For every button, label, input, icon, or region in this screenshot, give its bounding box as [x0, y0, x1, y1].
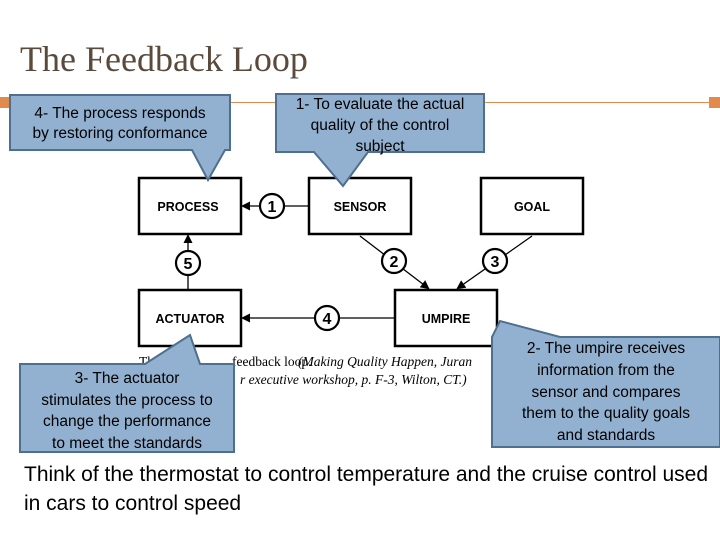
callout-2-shape [491, 319, 720, 448]
actuator-label: ACTUATOR [156, 312, 225, 326]
step-circle-1 [258, 192, 286, 220]
page-title: The Feedback Loop [20, 39, 308, 79]
callout-1-line: subject [355, 138, 405, 155]
callout-3-line: 3- The actuator [74, 370, 180, 387]
caption-line-1-end: feedback loop. [232, 354, 311, 369]
callout-2-line: information from the [537, 361, 675, 379]
step-circle-4 [313, 304, 341, 332]
callout-4-line: 4- The process responds [34, 105, 206, 122]
callout-2-line: sensor and compares [531, 383, 681, 401]
callout-3-line: change the performance [42, 413, 212, 430]
umpire-label: UMPIRE [422, 312, 471, 326]
callout-3-line: stimulates the process to [41, 391, 213, 409]
callout-2-text: 2- The umpire receives information from … [492, 338, 720, 447]
callout-4-shape [9, 94, 231, 183]
step-number-4: 4 [323, 311, 332, 328]
callout-3-line: to meet the standards [52, 434, 202, 452]
goal-box [479, 176, 585, 236]
step-number-2: 2 [390, 254, 399, 271]
callout-4-line: by restoring conformance [32, 125, 208, 142]
step-circle-5 [174, 249, 202, 277]
sensor-box [307, 176, 413, 236]
callout-1-line: quality of the control [310, 117, 450, 134]
caption-line-1-citation: (Making Quality Happen, Juran [298, 354, 472, 369]
goal-label: GOAL [514, 200, 550, 214]
step-circle-2 [380, 247, 408, 275]
footer-text: Think of the thermostat to control tempe… [24, 463, 709, 515]
callout-1-text: 1- To evaluate the actual quality of the… [276, 94, 484, 157]
callout-1-line: 1- To evaluate the actual [295, 96, 465, 113]
callout-2-line: and standards [556, 427, 656, 445]
callout-3-shape [19, 333, 235, 453]
callout-4-text: 4- The process responds by restoring con… [12, 104, 228, 144]
step-number-3: 3 [491, 254, 500, 271]
sensor-label: SENSOR [334, 200, 387, 214]
title-rule-marker-left [0, 97, 11, 108]
callout-2-line: 2- The umpire receives [526, 340, 686, 357]
step-circle-3 [481, 247, 509, 275]
callout-3-text: 3- The actuator stimulates the process t… [20, 368, 234, 454]
title-rule-marker-right [709, 97, 720, 108]
process-label: PROCESS [157, 200, 218, 214]
callout-1-shape [275, 93, 485, 188]
step-number-1: 1 [268, 199, 277, 216]
caption-line-2: r executive workshop, p. F-3, Wilton, CT… [240, 372, 467, 387]
callout-2-line: them to the quality goals [521, 405, 691, 423]
process-box [137, 176, 243, 236]
step-number-5: 5 [184, 256, 193, 273]
